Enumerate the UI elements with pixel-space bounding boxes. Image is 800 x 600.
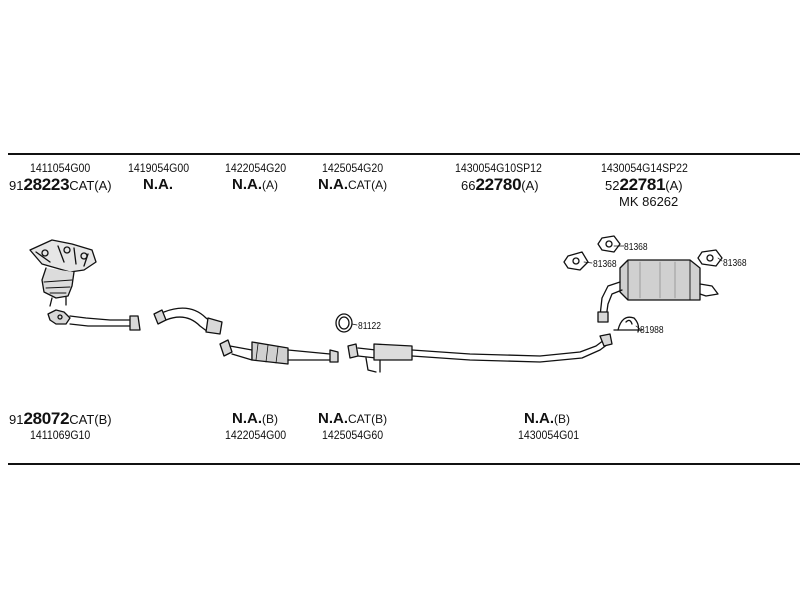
ref-main: 22780 [475,175,522,194]
ref-suffix: (A) [665,178,683,193]
bent-connector-pipe [153,307,223,335]
ref-main: N.A. [232,410,262,427]
bottom-part-number-2: 1422054G00 [225,428,287,442]
top-reference-6: 5222781(A) [605,176,683,194]
ref-prefix: 66 [461,178,476,193]
mounting-kit-label: MK 86262 [619,194,679,209]
bottom-reference-3: N.A.CAT(B) [318,411,387,427]
top-reference-2: N.A. [143,177,173,193]
ref-suffix: CAT(A) [348,178,388,192]
callout-label-clamp: 81988 [640,325,664,336]
top-part-number-4: 1425054G20 [322,161,384,175]
clamp-81988 [613,316,643,333]
ref-main: 22781 [619,175,666,194]
top-part-number-3: 1422054G20 [225,161,287,175]
bottom-part-number-1: 1411069G10 [30,428,91,442]
ref-main: N.A. [232,176,262,193]
callout-label-mount-3: 81368 [723,258,747,269]
ref-suffix: (B) [554,412,570,426]
exhaust-manifold-catalyst [29,239,97,307]
bottom-reference-4: N.A.(B) [524,411,570,427]
bottom-part-number-4: 1430054G01 [518,428,580,442]
top-reference-1: 9128223CAT(A) [9,176,112,194]
ref-suffix: CAT(B) [348,412,388,426]
top-reference-5: 6622780(A) [461,176,539,194]
bottom-reference-2: N.A.(B) [232,411,278,427]
top-divider-line [8,153,800,155]
bottom-divider-line [8,463,800,465]
ref-suffix: (A) [262,178,278,192]
ref-main: N.A. [318,176,348,193]
callout-leader-lines [351,245,723,330]
middle-pipe-resonator [347,333,613,373]
callout-label-gasket-ring: 81122 [358,321,382,332]
callout-label-mount-1: 81368 [624,242,648,253]
ref-suffix: (B) [262,412,278,426]
top-part-number-6: 1430054G14SP22 [601,161,688,175]
front-pipe [47,309,141,331]
top-part-number-1: 1411054G00 [30,161,91,175]
bottom-part-number-3: 1425054G60 [322,428,384,442]
ref-main: 28223 [23,175,70,194]
ref-prefix: 91 [9,178,24,193]
ref-main: N.A. [318,410,348,427]
bottom-reference-1: 9128072CAT(B) [9,410,112,428]
ref-main: N.A. [143,176,173,193]
top-reference-3: N.A.(A) [232,177,278,193]
ref-suffix: (A) [521,178,539,193]
ref-suffix: CAT(B) [69,412,112,427]
top-reference-4: N.A.CAT(A) [318,177,387,193]
middle-catalytic-converter [219,339,339,365]
rear-muffler [597,259,719,323]
ref-suffix: CAT(A) [69,178,112,193]
ref-main: 28072 [23,409,70,428]
gasket-ring-81122 [335,313,353,333]
ref-main: N.A. [524,410,554,427]
rubber-mount-icons [563,235,723,271]
ref-prefix: 91 [9,412,24,427]
callout-label-mount-2: 81368 [593,259,617,270]
top-part-number-5: 1430054G10SP12 [455,161,542,175]
ref-prefix: 52 [605,178,620,193]
top-part-number-2: 1419054G00 [128,161,190,175]
